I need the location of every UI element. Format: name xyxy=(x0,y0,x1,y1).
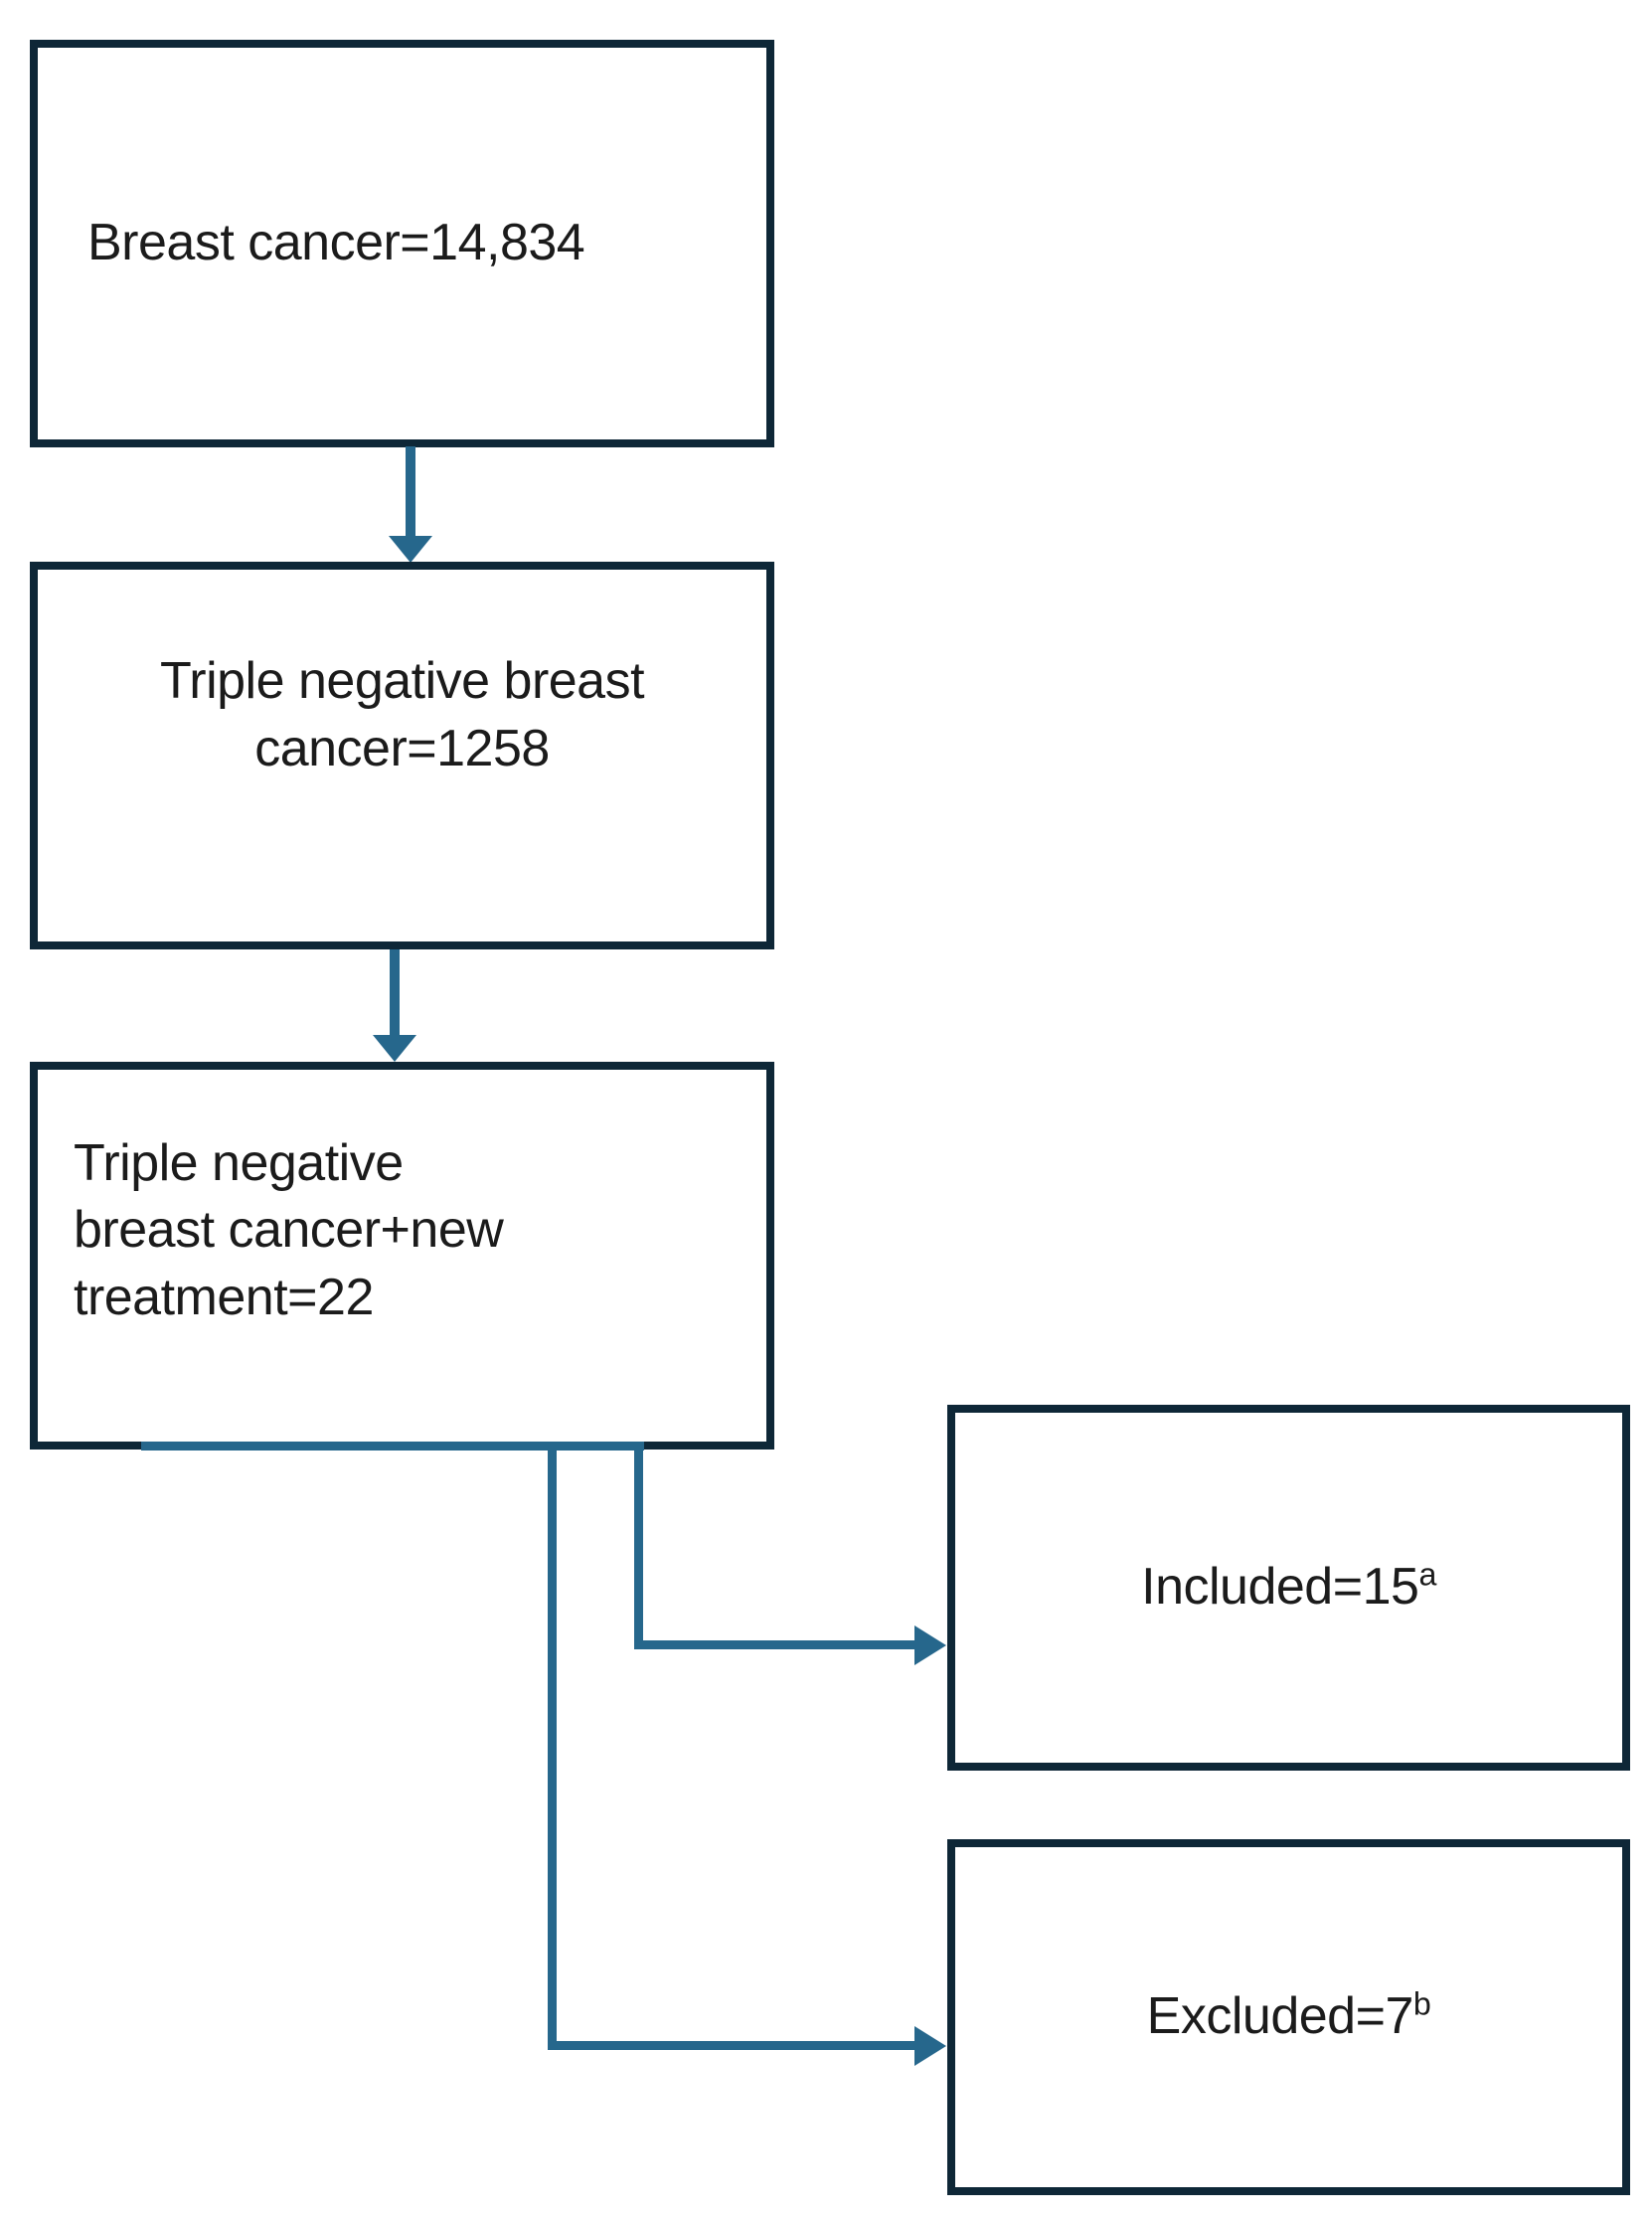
connector-to-included-vertical xyxy=(634,1450,643,1645)
connector-breast-to-tnbc xyxy=(406,446,415,538)
flow-node-tnbc-new-treatment: Triple negative breast cancer+new treatm… xyxy=(30,1062,774,1450)
label-line: cancer=1258 xyxy=(254,720,550,777)
excluded-footnote-marker: b xyxy=(1412,1985,1431,2022)
connector-bottom-overlay xyxy=(141,1442,644,1451)
label-line: treatment=22 xyxy=(74,1268,374,1326)
label-line: Excluded=7b xyxy=(955,1983,1622,2051)
arrowhead-right-icon xyxy=(914,2026,946,2066)
arrowhead-right-icon xyxy=(914,1625,946,1665)
flow-node-tnbc-new-treatment-label: Triple negative breast cancer+new treatm… xyxy=(38,1130,766,1332)
flow-node-included: Included=15a xyxy=(947,1405,1630,1771)
flow-node-breast-cancer-label: Breast cancer=14,834 xyxy=(38,210,766,277)
included-footnote-marker: a xyxy=(1418,1556,1436,1593)
arrowhead-down-icon xyxy=(373,1035,416,1062)
arrowhead-down-icon xyxy=(389,536,432,563)
flow-node-excluded-label: Excluded=7b xyxy=(955,1983,1622,2051)
flow-node-breast-cancer: Breast cancer=14,834 xyxy=(30,40,774,447)
excluded-text: Excluded=7 xyxy=(1146,1987,1414,2046)
connector-to-excluded-vertical xyxy=(548,1450,557,2046)
label-line: Triple negative breast xyxy=(159,652,645,711)
label-line: Included=15a xyxy=(955,1554,1622,1622)
flow-node-triple-negative-breast-cancer: Triple negative breast cancer=1258 xyxy=(30,562,774,949)
connector-to-included-horizontal xyxy=(634,1640,916,1649)
flow-node-included-label: Included=15a xyxy=(955,1554,1622,1622)
connector-tnbc-to-treatment xyxy=(390,949,400,1037)
label-line: Breast cancer=14,834 xyxy=(87,214,585,272)
connector-to-excluded-horizontal xyxy=(548,2041,916,2050)
included-text: Included=15 xyxy=(1141,1558,1419,1617)
flow-node-tnbc-label: Triple negative breast cancer=1258 xyxy=(38,648,766,782)
label-line: Triple negative xyxy=(74,1133,404,1192)
flow-node-excluded: Excluded=7b xyxy=(947,1839,1630,2195)
label-line: breast cancer+new xyxy=(74,1201,504,1260)
